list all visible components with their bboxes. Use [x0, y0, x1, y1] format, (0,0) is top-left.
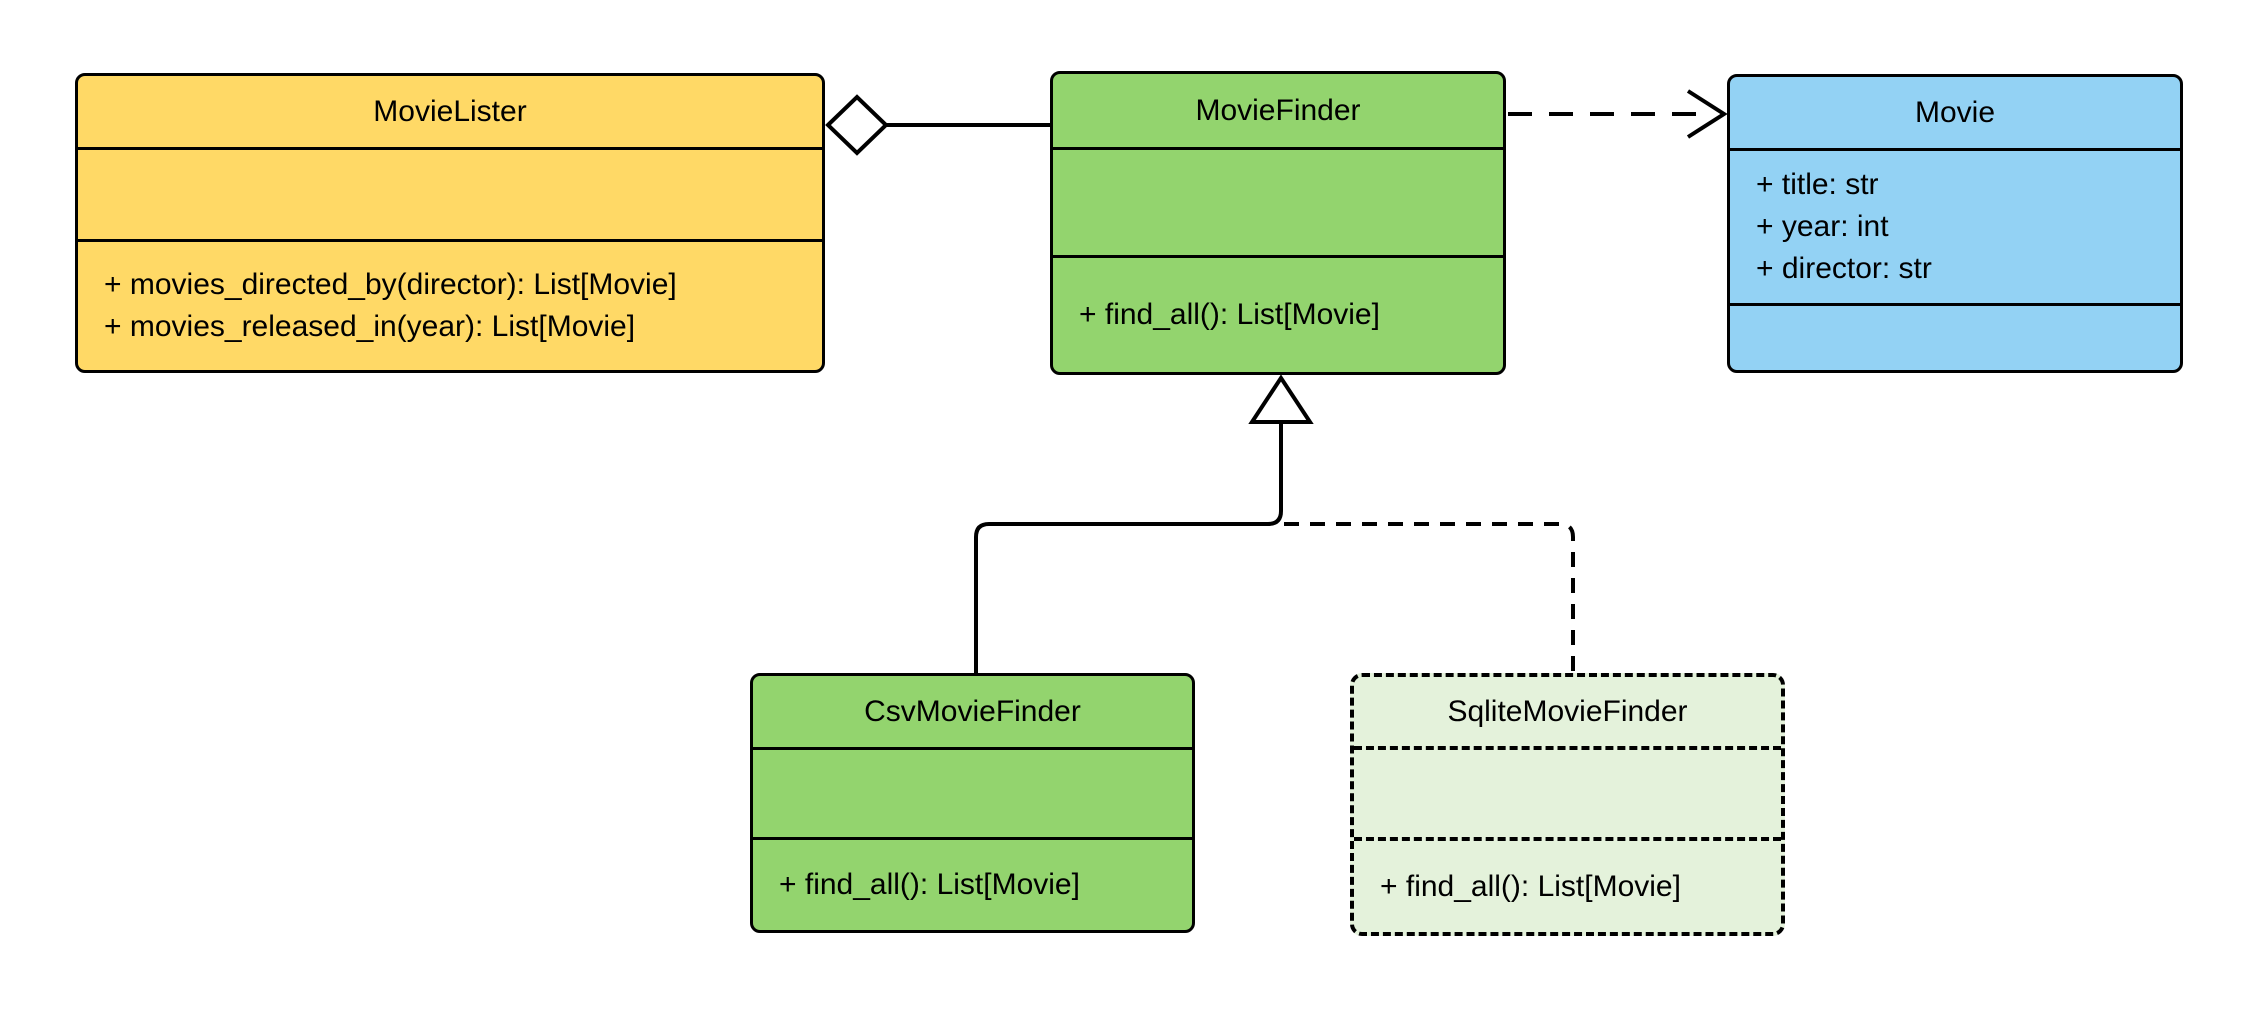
method-item: + movies_directed_by(director): List[Mov… — [104, 268, 677, 301]
class-movie-title: Movie — [1730, 77, 2180, 148]
class-sqlitemoviefinder-title: SqliteMovieFinder — [1354, 677, 1781, 746]
method-item: + find_all(): List[Movie] — [1380, 869, 1681, 903]
class-movielister: MovieLister + movies_directed_by(directo… — [75, 73, 825, 373]
inheritance-line-solid — [974, 422, 1283, 674]
aggregation-diamond-icon — [825, 94, 889, 156]
dependency-open-arrow-icon — [1686, 89, 1728, 139]
class-movie-name: Movie — [1914, 95, 1996, 129]
class-movie: Movie + title: str + year: int + directo… — [1727, 74, 2183, 373]
class-moviefinder-title: MovieFinder — [1053, 74, 1503, 147]
edge-aggregation-movielister-moviefinder — [825, 94, 1052, 156]
method-item: + find_all(): List[Movie] — [779, 868, 1080, 901]
class-moviefinder-attributes-compartment — [1053, 147, 1503, 255]
method-item: + find_all(): List[Movie] — [1079, 298, 1380, 331]
method-item: + movies_released_in(year): List[Movie] — [104, 310, 636, 343]
class-csvmoviefinder-methods-compartment: + find_all(): List[Movie] — [753, 837, 1192, 930]
inheritance-line-dashed — [1284, 522, 1575, 672]
attribute-item: + title: str — [1756, 168, 1879, 201]
class-csvmoviefinder-title: CsvMovieFinder — [753, 676, 1192, 747]
class-movielister-name: MovieLister — [373, 94, 527, 128]
inheritance-triangle-icon — [1248, 374, 1314, 424]
class-sqlitemoviefinder-name: SqliteMovieFinder — [1447, 694, 1688, 728]
class-sqlitemoviefinder-methods-compartment: + find_all(): List[Movie] — [1354, 837, 1781, 932]
class-moviefinder-name: MovieFinder — [1195, 93, 1361, 127]
class-csvmoviefinder: CsvMovieFinder + find_all(): List[Movie] — [750, 673, 1195, 933]
class-moviefinder-methods-compartment: + find_all(): List[Movie] — [1053, 255, 1503, 372]
edge-inheritance-sqlitemoviefinder-moviefinder — [1284, 522, 1575, 672]
class-movielister-title: MovieLister — [78, 76, 822, 147]
class-movie-methods-compartment — [1730, 303, 2180, 370]
class-csvmoviefinder-name: CsvMovieFinder — [864, 694, 1081, 728]
class-sqlitemoviefinder: SqliteMovieFinder + find_all(): List[Mov… — [1350, 673, 1785, 936]
attribute-item: + director: str — [1756, 252, 1932, 285]
class-movielister-methods-compartment: + movies_directed_by(director): List[Mov… — [78, 239, 822, 370]
class-csvmoviefinder-attributes-compartment — [753, 747, 1192, 837]
edge-inheritance-csvmoviefinder-moviefinder — [974, 422, 1283, 674]
class-movielister-attributes-compartment — [78, 147, 822, 239]
class-sqlitemoviefinder-attributes-compartment — [1354, 746, 1781, 837]
class-moviefinder: MovieFinder + find_all(): List[Movie] — [1050, 71, 1506, 375]
class-movie-attributes-compartment: + title: str + year: int + director: str — [1730, 148, 2180, 303]
edge-dependency-moviefinder-movie — [1508, 89, 1728, 139]
attribute-item: + year: int — [1756, 210, 1889, 243]
